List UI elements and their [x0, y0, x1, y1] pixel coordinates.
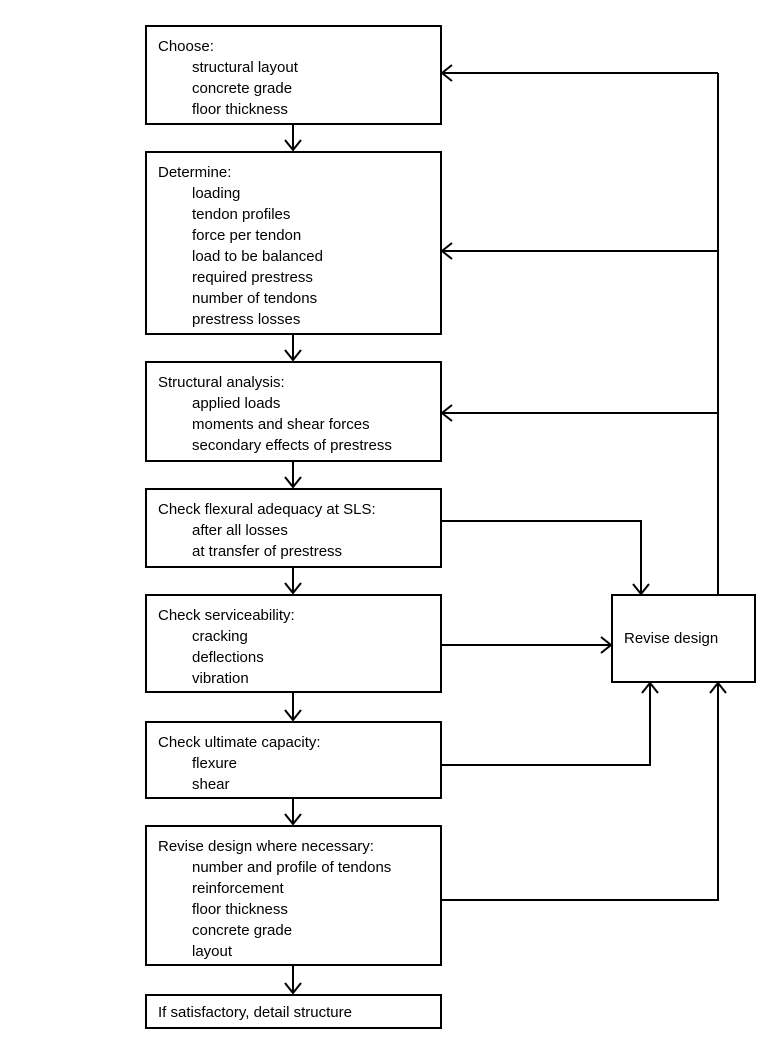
list-item: reinforcement: [192, 880, 284, 897]
list-item: number of tendons: [192, 290, 318, 307]
box-item-list: after all losses at transfer of prestres…: [158, 520, 429, 562]
list-item: concrete grade: [192, 80, 293, 97]
list-item: structural layout: [192, 59, 298, 76]
list-item: tendon profiles: [192, 206, 291, 223]
ultimate-capacity-box: Check ultimate capacity: flexure shear: [145, 721, 442, 799]
list-item: deflections: [192, 649, 264, 666]
list-item: number and profile of tendons: [192, 859, 392, 876]
box-title: If satisfactory, detail structure: [158, 1004, 352, 1021]
list-item: secondary effects of prestress: [192, 437, 392, 454]
box-item-list: applied loads moments and shear forces s…: [158, 393, 429, 456]
list-item: loading: [192, 185, 241, 202]
list-item: floor thickness: [192, 101, 288, 118]
list-item: at transfer of prestress: [192, 543, 343, 560]
box-title: Check flexural adequacy at SLS:: [158, 501, 376, 518]
list-item: cracking: [192, 628, 248, 645]
box-item-list: cracking deflections vibration: [158, 626, 429, 689]
flexural-adequacy-box: Check flexural adequacy at SLS: after al…: [145, 488, 442, 568]
list-item: load to be balanced: [192, 248, 323, 265]
list-item: applied loads: [192, 395, 281, 412]
box-title: Choose:: [158, 38, 214, 55]
serviceability-box: Check serviceability: cracking deflectio…: [145, 594, 442, 693]
list-item: concrete grade: [192, 922, 293, 939]
box-item-list: flexure shear: [158, 753, 429, 795]
list-item: prestress losses: [192, 311, 301, 328]
choose-box: Choose: structural layout concrete grade…: [145, 25, 442, 125]
detail-structure-box: If satisfactory, detail structure: [145, 994, 442, 1029]
box-item-list: loading tendon profiles force per tendon…: [158, 183, 429, 330]
revise-where-necessary-box: Revise design where necessary: number an…: [145, 825, 442, 966]
box-title: Revise design where necessary:: [158, 838, 374, 855]
box-title: Check serviceability:: [158, 607, 295, 624]
determine-box: Determine: loading tendon profiles force…: [145, 151, 442, 335]
list-item: flexure: [192, 755, 238, 772]
list-item: force per tendon: [192, 227, 302, 244]
list-item: required prestress: [192, 269, 313, 286]
list-item: vibration: [192, 670, 249, 687]
box-title: Check ultimate capacity:: [158, 734, 321, 751]
box-title: Determine:: [158, 164, 232, 181]
list-item: layout: [192, 943, 233, 960]
box-title: Structural analysis:: [158, 374, 285, 391]
list-item: moments and shear forces: [192, 416, 370, 433]
revise-design-box: Revise design: [611, 594, 756, 683]
box-item-list: number and profile of tendons reinforcem…: [158, 857, 429, 962]
structural-analysis-box: Structural analysis: applied loads momen…: [145, 361, 442, 462]
list-item: after all losses: [192, 522, 288, 539]
list-item: shear: [192, 776, 230, 793]
list-item: floor thickness: [192, 901, 288, 918]
box-item-list: structural layout concrete grade floor t…: [158, 57, 429, 120]
revise-design-label: Revise design: [624, 630, 719, 647]
